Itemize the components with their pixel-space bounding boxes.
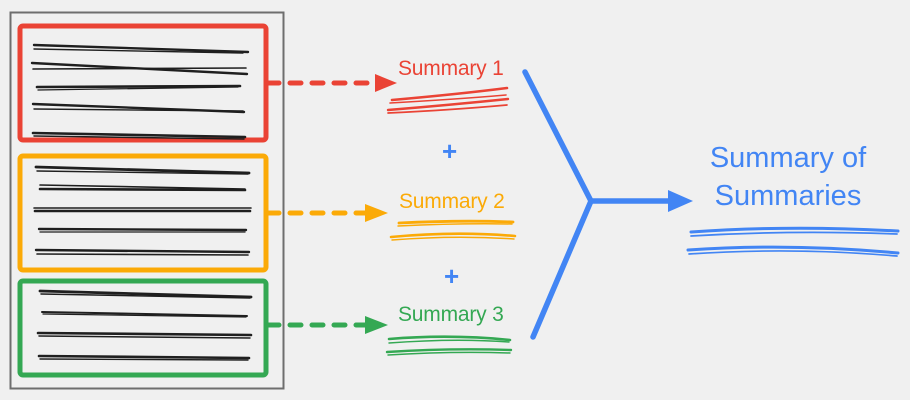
chunk-1-text-lines (30, 43, 250, 140)
summary-1-label: Summary 1 (398, 57, 504, 80)
chunk-2-text-lines (33, 165, 252, 256)
summary-2-squiggles (389, 219, 517, 241)
arrow-chunk-3-to-summary-3 (265, 316, 388, 334)
summary-1-squiggles (386, 86, 510, 114)
summary-3-squiggles (385, 335, 513, 356)
final-summary-line-2: Summaries (714, 180, 862, 212)
final-summary-squiggles (686, 226, 900, 257)
source-document-frame (9, 11, 285, 390)
final-summary-title: Summary of Summaries (683, 139, 893, 215)
final-summary-line-1: Summary of (709, 142, 867, 174)
chunk-box-1[interactable] (17, 23, 269, 143)
merge-arrowhead (668, 190, 693, 212)
summary-2-label: Summary 2 (399, 190, 505, 213)
merge-branches (522, 69, 674, 340)
chunk-3-text-lines (36, 289, 253, 361)
plus-icon-1: + (442, 136, 457, 166)
chunk-box-3[interactable] (17, 278, 269, 378)
arrow-chunk-2-to-summary-2 (265, 204, 388, 222)
summary-3-label: Summary 3 (398, 303, 504, 326)
plus-icon-2: + (444, 261, 459, 291)
arrow-chunk-1-to-summary-1 (265, 74, 397, 92)
